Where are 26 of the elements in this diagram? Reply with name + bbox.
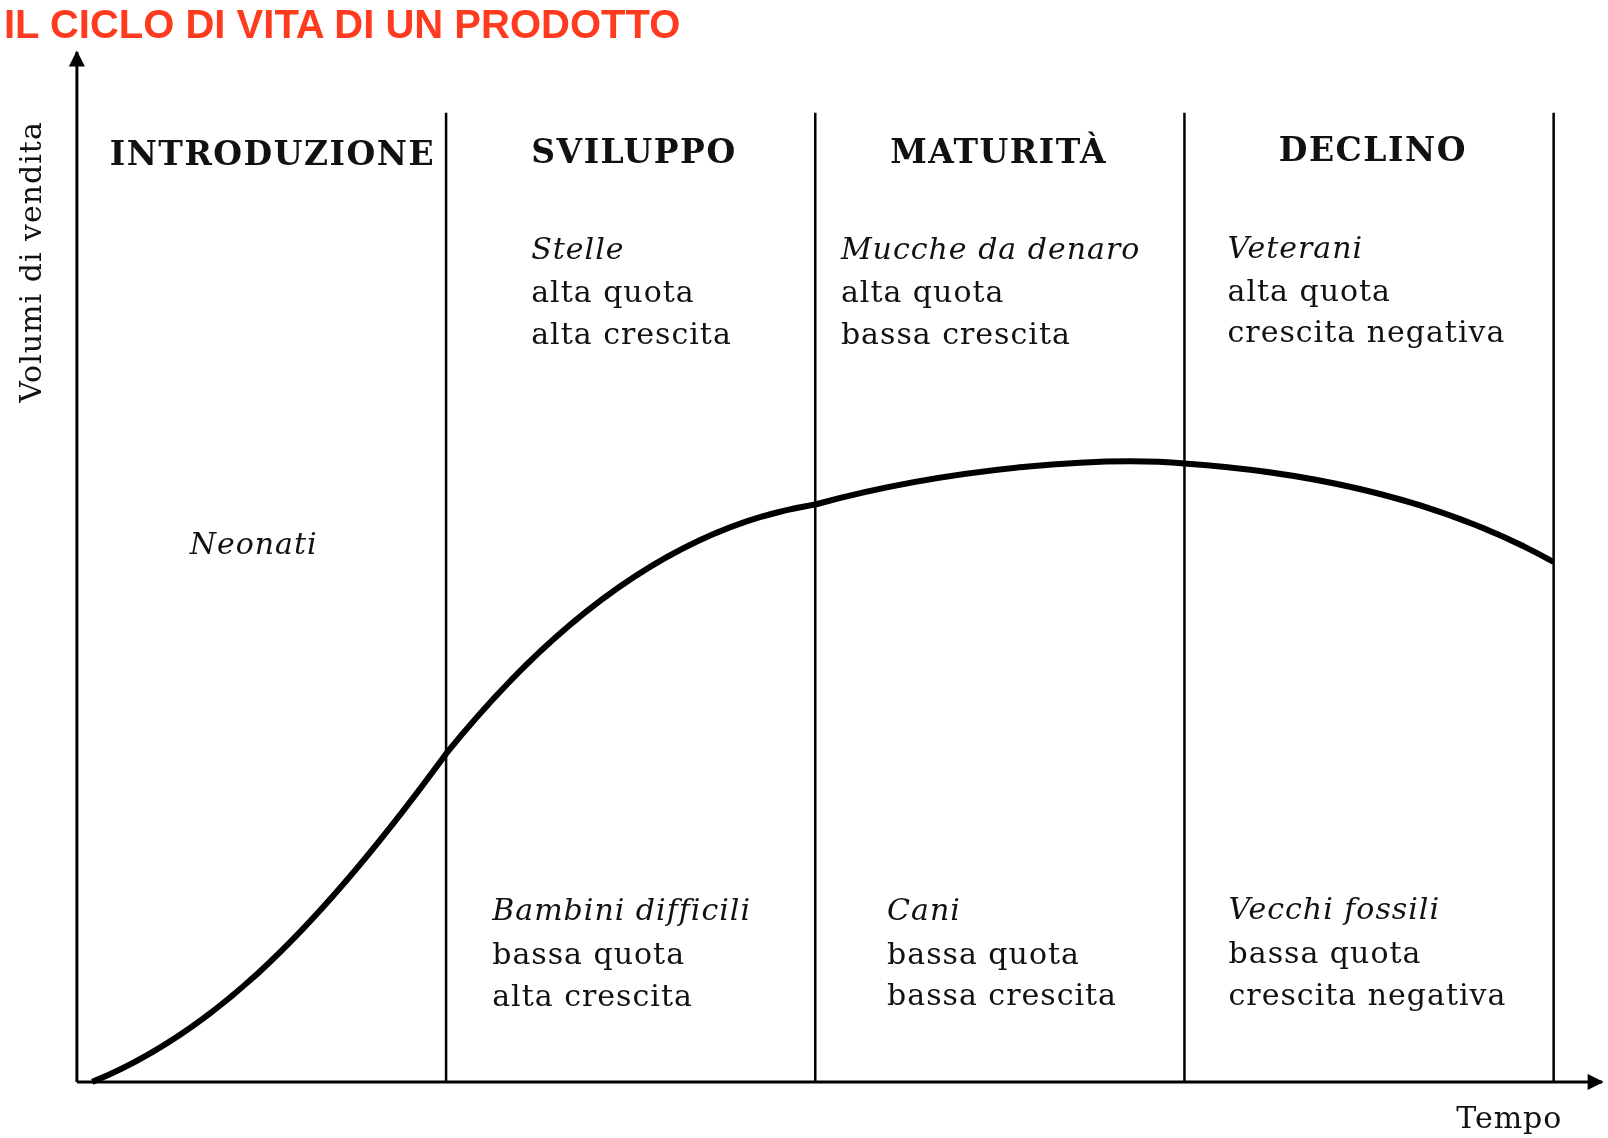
category-name: Bambini difficili bbox=[492, 891, 752, 928]
phase-heading: INTRODUZIONE bbox=[109, 133, 436, 174]
category-description: bassa crescita bbox=[840, 316, 1071, 353]
category-description: bassa quota bbox=[492, 935, 686, 972]
axis-title: Volumi di vendita bbox=[12, 120, 49, 403]
category-description: crescita negativa bbox=[1228, 976, 1507, 1013]
category-name: Mucche da denaro bbox=[840, 231, 1141, 268]
category-description: bassa crescita bbox=[887, 976, 1117, 1013]
axis-title: Tempo bbox=[1456, 1099, 1563, 1136]
phase-heading: SVILUPPO bbox=[531, 131, 737, 172]
phase-heading: MATURITÀ bbox=[890, 131, 1107, 172]
category-name: Cani bbox=[887, 891, 961, 928]
category-name: Vecchi fossili bbox=[1228, 890, 1440, 927]
category-description: bassa quota bbox=[1228, 934, 1422, 971]
category-description: alta quota bbox=[531, 274, 695, 311]
category-description: alta crescita bbox=[492, 977, 693, 1014]
category-description: alta quota bbox=[1227, 273, 1391, 310]
category-name: Stelle bbox=[531, 231, 625, 268]
title: IL CICLO DI VITA DI UN PRODOTTO bbox=[4, 2, 681, 47]
category-description: alta crescita bbox=[531, 316, 732, 353]
phase-heading: DECLINO bbox=[1278, 129, 1467, 170]
category-description: crescita negativa bbox=[1227, 314, 1506, 351]
category-description: alta quota bbox=[840, 274, 1005, 311]
category-description: bassa quota bbox=[887, 935, 1080, 972]
category-name: Veterani bbox=[1227, 230, 1364, 267]
category-name: Neonati bbox=[189, 525, 318, 562]
